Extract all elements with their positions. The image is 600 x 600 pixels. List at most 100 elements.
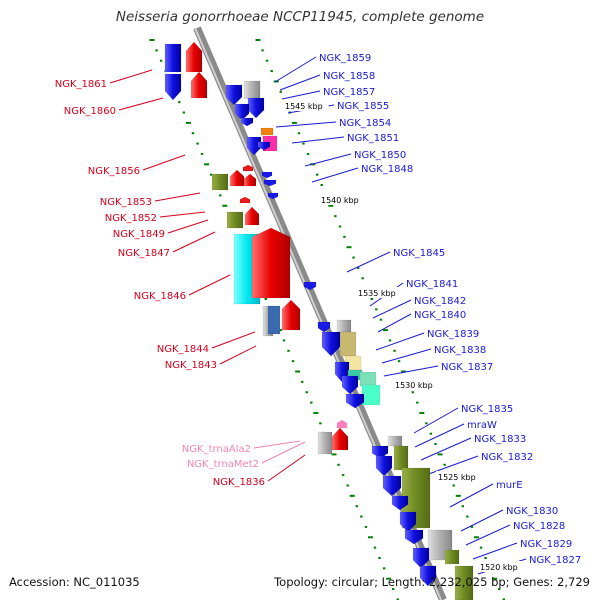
grid-marker bbox=[425, 422, 428, 425]
grid-marker bbox=[373, 546, 377, 549]
gene-label-left-leader bbox=[167, 219, 209, 234]
grid-marker bbox=[375, 308, 378, 311]
gene-label-right-leader bbox=[383, 365, 439, 377]
grid-marker bbox=[287, 349, 290, 352]
kbp-label-bg bbox=[436, 471, 482, 482]
grid-marker bbox=[204, 163, 210, 166]
gene-label-right-leader bbox=[465, 524, 511, 546]
grid-marker bbox=[352, 256, 355, 259]
grid-marker bbox=[185, 121, 191, 124]
gene-feature bbox=[336, 319, 352, 333]
gene-feature bbox=[317, 431, 333, 455]
gene-label-right: NGK_1835 bbox=[461, 404, 513, 415]
grid-marker bbox=[360, 515, 363, 518]
gene-feature bbox=[225, 84, 243, 106]
gene-feature bbox=[303, 281, 317, 291]
gene-label-right: NGK_1828 bbox=[513, 521, 565, 532]
grid-marker bbox=[434, 443, 437, 446]
gene-label-right-leader bbox=[372, 299, 412, 319]
grid-marker bbox=[155, 49, 158, 52]
gene-label-left: NGK_1860 bbox=[64, 106, 116, 117]
gene-label-right: NGK_1839 bbox=[427, 329, 479, 340]
gene-features bbox=[164, 41, 474, 600]
grid-marker bbox=[328, 204, 334, 207]
grid-marker bbox=[291, 360, 295, 363]
gene-label-right: NGK_1832 bbox=[481, 452, 533, 463]
gene-label-right-leader bbox=[279, 74, 321, 91]
map-title: Neisseria gonorrhoeae NCCP11945, complet… bbox=[115, 9, 485, 25]
grid-marker bbox=[334, 215, 337, 218]
grid-marker bbox=[306, 152, 310, 155]
gene-label-left-leader bbox=[172, 231, 216, 253]
grid-marker bbox=[319, 422, 322, 425]
grid-marker bbox=[484, 557, 487, 559]
gene-label-left: NGK_1836 bbox=[213, 477, 265, 488]
gene-feature bbox=[341, 375, 359, 395]
gene-label-left: NGK_1846 bbox=[134, 291, 186, 302]
gene-label-right: NGK_1858 bbox=[323, 71, 375, 82]
grid-marker bbox=[492, 577, 498, 580]
grid-marker bbox=[393, 349, 396, 352]
gene-feature bbox=[444, 549, 460, 565]
kbp-label-bg bbox=[478, 561, 524, 572]
gene-label-right-leader bbox=[281, 90, 321, 100]
grid-marker bbox=[196, 142, 199, 145]
gene-feature bbox=[331, 427, 349, 451]
grid-marker bbox=[364, 525, 368, 528]
gene-label-right-leader bbox=[377, 313, 412, 333]
gene-label-left: NGK_1856 bbox=[88, 166, 140, 177]
trna-label: NGK_trnaMet2 bbox=[187, 459, 259, 470]
grid-marker bbox=[416, 401, 419, 404]
grid-marker bbox=[222, 204, 228, 207]
gene-feature bbox=[404, 529, 424, 545]
gene-feature bbox=[164, 73, 182, 101]
gene-feature bbox=[345, 393, 365, 409]
grid-marker bbox=[382, 329, 388, 332]
gene-feature bbox=[359, 371, 377, 387]
gene-feature bbox=[246, 136, 262, 156]
grid-marker bbox=[396, 598, 399, 600]
grid-marker bbox=[282, 339, 286, 342]
gene-label-right: NGK_1840 bbox=[414, 310, 466, 321]
kbp-label-bg bbox=[283, 100, 329, 111]
grid-marker bbox=[419, 411, 425, 414]
gene-feature bbox=[317, 321, 331, 333]
gene-label-right-leader bbox=[381, 348, 432, 364]
gene-label-left-leader bbox=[142, 154, 186, 171]
grid-marker bbox=[209, 173, 213, 176]
gene-label-left: NGK_1861 bbox=[55, 79, 107, 90]
gene-label-right: NGK_1845 bbox=[393, 248, 445, 259]
grid-marker bbox=[386, 577, 392, 580]
grid-marker bbox=[470, 525, 474, 528]
grid-marker bbox=[182, 111, 186, 114]
gene-label-right-leader bbox=[346, 251, 391, 273]
gene-label-right: NGK_1854 bbox=[339, 118, 391, 129]
gene-feature bbox=[336, 419, 348, 429]
gene-feature bbox=[281, 299, 301, 331]
gene-feature bbox=[164, 43, 182, 73]
gene-label-right: NGK_1829 bbox=[520, 539, 572, 550]
gene-feature bbox=[229, 169, 245, 187]
gene-label-right-leader bbox=[311, 167, 359, 183]
accession-text: Accession: NC_011035 bbox=[9, 575, 140, 589]
grid-marker bbox=[498, 588, 501, 591]
grid-marker bbox=[437, 453, 443, 456]
gene-label-right: NGK_1838 bbox=[434, 345, 486, 356]
grid-marker bbox=[479, 546, 483, 549]
gene-feature bbox=[185, 41, 203, 73]
gene-label-left: NGK_1849 bbox=[113, 229, 165, 240]
grid-marker bbox=[455, 494, 461, 497]
grid-marker bbox=[264, 298, 267, 300]
grid-marker bbox=[473, 536, 479, 539]
gene-label-right: NGK_1827 bbox=[529, 555, 581, 566]
gene-feature bbox=[412, 547, 430, 569]
kbp-label-bg bbox=[393, 379, 439, 390]
gene-label-left-leader bbox=[219, 345, 257, 365]
kbp-label: 1535 kbp bbox=[358, 289, 396, 298]
grid-marker bbox=[356, 266, 360, 269]
gene-feature bbox=[257, 141, 271, 151]
gene-feature bbox=[391, 495, 409, 511]
grid-marker bbox=[191, 132, 195, 135]
gene-feature bbox=[371, 445, 389, 459]
gene-label-right-leader bbox=[472, 542, 518, 560]
